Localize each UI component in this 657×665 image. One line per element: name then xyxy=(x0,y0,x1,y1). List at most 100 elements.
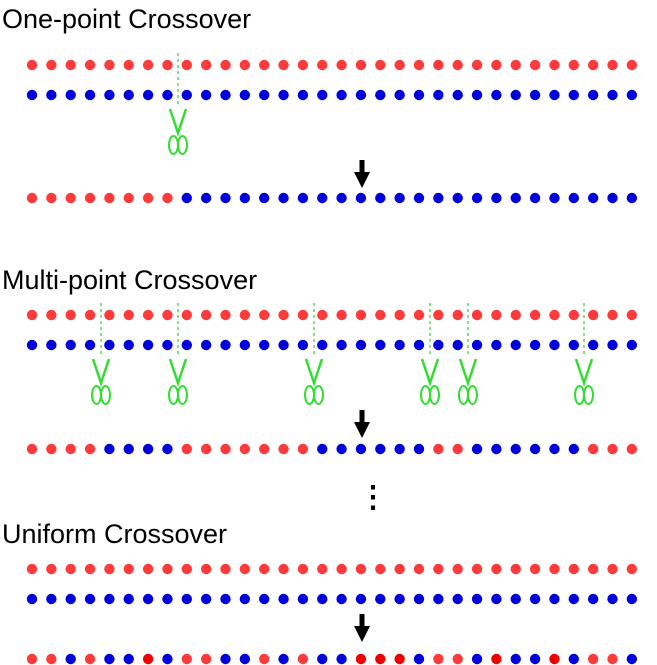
gene-dot xyxy=(26,339,38,351)
gene-dot xyxy=(355,593,367,605)
scissors-icon xyxy=(574,303,594,405)
gene-dot xyxy=(220,339,231,351)
gene-dot xyxy=(142,593,154,605)
gene-dot xyxy=(491,653,502,665)
gene-dot xyxy=(317,192,328,204)
gene-dot xyxy=(355,339,367,351)
gene-dot xyxy=(394,59,405,71)
gene-dot xyxy=(26,443,38,455)
gene-dot xyxy=(394,339,405,351)
gene-dot xyxy=(413,563,425,575)
gene-dot xyxy=(375,309,386,321)
gene-dot xyxy=(452,443,463,455)
gene-dot xyxy=(413,653,425,665)
gene-dot xyxy=(394,653,405,665)
gene-dot xyxy=(123,89,134,101)
gene-dot xyxy=(607,192,618,204)
gene-dot xyxy=(123,443,134,455)
parent-a-row xyxy=(26,59,638,71)
gene-dot xyxy=(568,443,579,455)
gene-dot xyxy=(529,339,541,351)
gene-dot xyxy=(626,59,638,71)
gene-dot xyxy=(549,443,560,455)
gene-dot xyxy=(142,309,154,321)
gene-dot xyxy=(104,443,115,455)
gene-dot xyxy=(568,59,579,71)
gene-dot xyxy=(181,593,192,605)
gene-dot xyxy=(46,563,57,575)
gene-dot xyxy=(433,653,444,665)
gene-dot xyxy=(317,89,328,101)
gene-dot xyxy=(297,89,309,101)
gene-dot xyxy=(491,59,502,71)
gene-dot xyxy=(413,443,425,455)
gene-dot xyxy=(162,339,173,351)
gene-dot xyxy=(239,563,251,575)
gene-dot xyxy=(123,653,134,665)
gene-dot xyxy=(181,89,192,101)
gene-dot xyxy=(452,309,463,321)
gene-dot xyxy=(375,443,386,455)
gene-dot xyxy=(142,443,154,455)
gene-dot xyxy=(433,309,444,321)
gene-dot xyxy=(549,653,560,665)
gene-dot xyxy=(104,339,115,351)
gene-dot xyxy=(568,653,579,665)
gene-dot xyxy=(355,563,367,575)
down-arrow-icon xyxy=(354,160,370,188)
gene-dot xyxy=(65,593,76,605)
gene-dot xyxy=(471,653,483,665)
gene-dot xyxy=(433,89,444,101)
gene-dot xyxy=(84,59,96,71)
gene-dot xyxy=(491,89,502,101)
gene-dot xyxy=(452,59,463,71)
gene-dot xyxy=(336,443,347,455)
gene-dot xyxy=(65,563,76,575)
gene-dot xyxy=(413,339,425,351)
gene-dot xyxy=(471,593,483,605)
gene-dot xyxy=(529,59,541,71)
gene-dot xyxy=(394,593,405,605)
gene-dot xyxy=(568,593,579,605)
gene-dot xyxy=(549,89,560,101)
gene-dot xyxy=(65,653,76,665)
gene-dot xyxy=(200,339,212,351)
gene-dot xyxy=(336,192,347,204)
gene-dot xyxy=(239,339,251,351)
gene-dot xyxy=(317,443,328,455)
gene-dot xyxy=(46,192,57,204)
gene-dot xyxy=(84,563,96,575)
parent-a-row xyxy=(26,563,638,575)
gene-dot xyxy=(259,309,270,321)
gene-dot xyxy=(162,443,173,455)
gene-dot xyxy=(394,563,405,575)
gene-dot xyxy=(317,593,328,605)
gene-dot xyxy=(123,192,134,204)
gene-dot xyxy=(200,563,212,575)
gene-dot xyxy=(568,339,579,351)
gene-dot xyxy=(607,563,618,575)
gene-dot xyxy=(568,192,579,204)
gene-dot xyxy=(452,593,463,605)
gene-dot xyxy=(452,563,463,575)
gene-dot xyxy=(413,59,425,71)
gene-dot xyxy=(375,593,386,605)
gene-dot xyxy=(278,593,289,605)
gene-dot xyxy=(26,309,38,321)
gene-dot xyxy=(84,89,96,101)
gene-dot xyxy=(162,653,173,665)
gene-dot xyxy=(510,563,521,575)
gene-dot xyxy=(336,309,347,321)
gene-dot xyxy=(200,89,212,101)
gene-dot xyxy=(510,192,521,204)
gene-dot xyxy=(26,653,38,665)
gene-dot xyxy=(26,563,38,575)
gene-dot xyxy=(259,593,270,605)
gene-dot xyxy=(529,192,541,204)
gene-dot xyxy=(626,653,638,665)
gene-dot xyxy=(259,443,270,455)
uniform-title: Uniform Crossover xyxy=(2,519,228,549)
gene-dot xyxy=(471,563,483,575)
gene-dot xyxy=(259,653,270,665)
gene-dot xyxy=(317,309,328,321)
